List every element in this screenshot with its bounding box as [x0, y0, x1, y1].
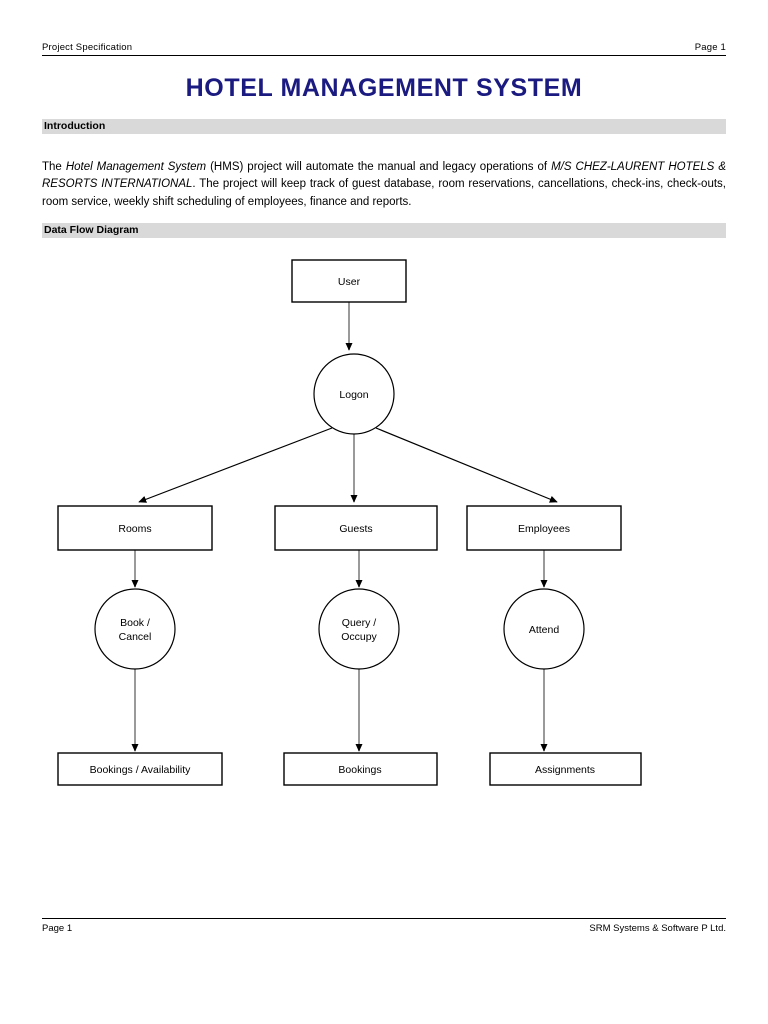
- diagram-node-assignments: Assignments: [489, 752, 642, 786]
- diagram-node-book-cancel-label-line2: Cancel: [119, 631, 152, 643]
- diagram-node-bookings-availability: Bookings / Availability: [57, 752, 223, 786]
- diagram-node-user-label: User: [338, 276, 361, 288]
- paragraph-text-3: . The project will keep track of guest d…: [42, 178, 726, 208]
- data-flow-diagram: User Logon Rooms Guests Employees: [0, 240, 768, 820]
- footer-page-number: Page 1: [42, 923, 73, 934]
- connector-logon-to-employees: [375, 427, 558, 503]
- diagram-node-logon: Logon: [313, 353, 395, 435]
- paragraph-emphasis-system-name: Hotel Management System: [65, 160, 207, 173]
- section-heading-data-flow-diagram: Data Flow Diagram: [42, 223, 726, 238]
- diagram-node-book-cancel: Book / Cancel: [94, 588, 176, 670]
- introduction-paragraph: The Hotel Management System (HMS) projec…: [42, 159, 726, 212]
- diagram-node-attend: Attend: [503, 588, 585, 670]
- diagram-node-employees: Employees: [466, 505, 622, 551]
- header-page-number: Page 1: [694, 42, 726, 53]
- diagram-node-bookings-label: Bookings: [338, 764, 381, 776]
- diagram-node-rooms: Rooms: [57, 505, 213, 551]
- diagram-node-book-cancel-label-line1: Book /: [120, 617, 150, 629]
- diagram-node-user: User: [291, 259, 407, 303]
- document-title: HOTEL MANAGEMENT SYSTEM: [185, 74, 583, 102]
- diagram-node-guests-label: Guests: [339, 523, 372, 535]
- diagram-node-logon-label: Logon: [339, 389, 368, 401]
- diagram-node-rooms-label: Rooms: [118, 523, 151, 535]
- paragraph-text-1: The: [42, 160, 66, 173]
- diagram-node-guests: Guests: [274, 505, 438, 551]
- diagram-node-attend-label: Attend: [529, 624, 560, 636]
- diagram-node-query-occupy-label-line1: Query /: [342, 617, 377, 629]
- page-running-footer: Page 1 SRM Systems & Software P Ltd.: [42, 918, 726, 934]
- header-document-name: Project Specification: [42, 42, 133, 53]
- page-running-header: Project Specification Page 1: [42, 42, 726, 56]
- diagram-node-assignments-label: Assignments: [535, 764, 595, 776]
- diagram-node-bookings: Bookings: [283, 752, 438, 786]
- connector-logon-to-rooms: [138, 427, 333, 503]
- footer-company-name: SRM Systems & Software P Ltd.: [589, 923, 726, 934]
- paragraph-emphasis-client-name: M/S CHEZ-LAURENT HOTELS & RESORTS INTERN…: [42, 160, 726, 191]
- diagram-node-employees-label: Employees: [518, 523, 570, 535]
- paragraph-text-2: (HMS) project will automate the manual a…: [206, 160, 552, 173]
- diagram-node-bookings-availability-label: Bookings / Availability: [90, 764, 192, 776]
- diagram-node-query-occupy-label-line2: Occupy: [341, 631, 377, 643]
- diagram-node-query-occupy: Query / Occupy: [318, 588, 400, 670]
- section-heading-introduction: Introduction: [42, 119, 726, 134]
